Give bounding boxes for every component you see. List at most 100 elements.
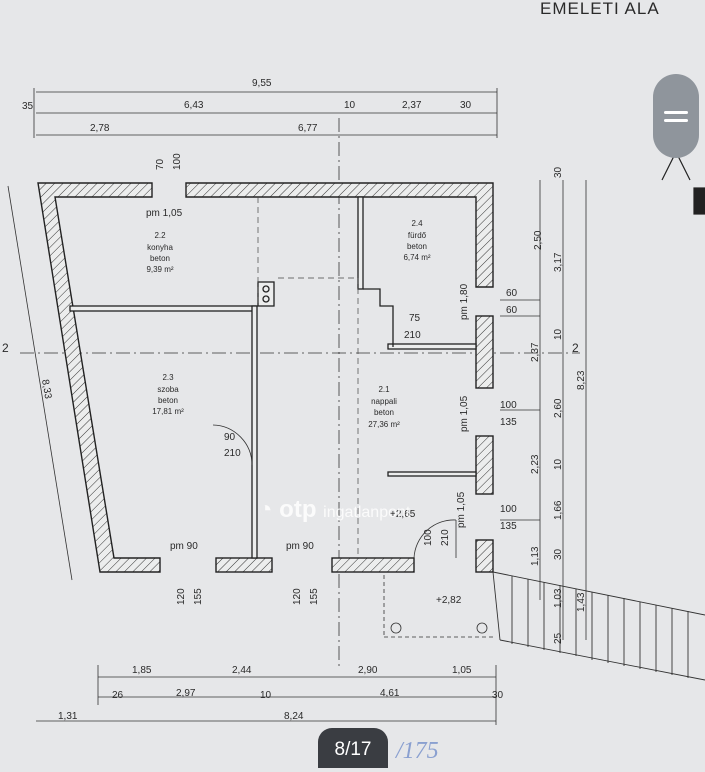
dim-b30: 30	[492, 690, 504, 701]
watermark-sub: ingatlanpont	[323, 504, 411, 521]
dim-833: 8,33	[39, 379, 53, 401]
dim-113: 1,13	[530, 546, 541, 566]
door-90: 90	[224, 432, 236, 443]
right-dimension-lines	[7, 180, 587, 640]
menu-button[interactable]	[653, 74, 699, 158]
dim-823: 8,23	[576, 370, 587, 390]
dim-461: 4,61	[380, 688, 400, 699]
room-id: 2.3	[162, 373, 174, 382]
dim-260: 2,60	[553, 398, 564, 418]
win-120-right: 120	[292, 588, 303, 605]
room-id: 2.4	[411, 219, 423, 228]
room-id: 2.2	[154, 231, 166, 240]
level-282: +2,82	[436, 595, 462, 606]
room-id: 2.1	[378, 385, 390, 394]
dim-223: 2,23	[530, 454, 541, 474]
dim-r30b: 30	[553, 548, 564, 560]
dim-30: 30	[460, 100, 472, 111]
dim-103: 1,03	[553, 588, 564, 608]
dim-185: 1,85	[132, 665, 152, 676]
bottom-dimension-lines	[36, 665, 497, 725]
room-floor: beton	[158, 396, 178, 405]
win-120-left: 120	[176, 588, 187, 605]
dim-26: 26	[112, 690, 124, 701]
win-155-right: 155	[309, 588, 320, 605]
win-155-left: 155	[193, 588, 204, 605]
section-marker-right: 2	[572, 341, 579, 355]
dim-35: 35	[22, 101, 34, 112]
dim-b10: 10	[260, 690, 272, 701]
door-210-bath: 210	[404, 330, 421, 341]
top-dimension-lines	[20, 88, 580, 670]
watermark: ◔ otp ingatlanpont	[258, 496, 410, 524]
dim-297: 2,97	[176, 688, 196, 699]
win-100b: 100	[500, 504, 517, 515]
dim-143: 1,43	[576, 592, 587, 612]
dim-r30: 30	[553, 166, 564, 178]
dim-10: 10	[344, 100, 356, 111]
door-swings	[212, 424, 457, 559]
dim-677: 6,77	[298, 123, 318, 134]
dim-total-top: 9,55	[252, 78, 272, 89]
dim-r10b: 10	[553, 458, 564, 470]
win-100a: 100	[500, 400, 517, 411]
pm-180: pm 1,80	[459, 283, 470, 320]
interior-walls	[69, 196, 477, 559]
win-60a: 60	[506, 288, 518, 299]
dim-643: 6,43	[184, 100, 204, 111]
outer-walls	[37, 182, 494, 573]
dim-166: 1,66	[553, 500, 564, 520]
room-nappali: 2.1 nappali beton 27,36 m²	[368, 385, 400, 429]
level-265: +2,65	[390, 509, 416, 520]
door-75: 75	[409, 313, 421, 324]
win-135a: 135	[500, 417, 517, 428]
gallery-counter: 8/17	[318, 728, 388, 768]
win-135b: 135	[500, 521, 517, 532]
room-area: 9,39 m²	[146, 265, 173, 274]
room-name: szoba	[157, 385, 179, 394]
room-szoba: 2.3 szoba beton 17,81 m²	[152, 373, 184, 416]
dim-250: 2,50	[533, 230, 544, 250]
dim-r237: 2,37	[530, 342, 541, 362]
dim-25: 25	[553, 632, 564, 644]
pm-105-bottom: pm 1,05	[456, 491, 467, 528]
menu-bar-icon	[664, 111, 688, 114]
door-210-room: 210	[224, 448, 241, 459]
room-name: konyha	[147, 243, 173, 252]
room-furdo: 2.4 fürdő beton 6,74 m²	[403, 219, 430, 262]
pm-90-left: pm 90	[170, 541, 198, 552]
room-floor: beton	[407, 242, 427, 251]
dim-244: 2,44	[232, 665, 252, 676]
dim-317: 3,17	[553, 252, 564, 272]
room-name: nappali	[371, 397, 397, 406]
dim-r10a: 10	[553, 328, 564, 340]
dashed-lines	[257, 197, 359, 558]
dim-237: 2,37	[402, 100, 422, 111]
watermark-logo-icon: ◔	[258, 496, 273, 523]
menu-bar-icon	[664, 119, 688, 122]
watermark-brand: otp	[279, 496, 317, 523]
pm-105-top: pm 1,05	[146, 208, 183, 219]
dim-824: 8,24	[284, 711, 304, 722]
section-marker-left: 2	[2, 341, 9, 355]
stairs	[492, 571, 705, 681]
dim-100: 100	[172, 153, 183, 170]
terrace	[383, 575, 495, 638]
dim-290: 2,90	[358, 665, 378, 676]
room-konyha: 2.2 konyha beton 9,39 m²	[146, 231, 173, 274]
handwritten-note: /175	[396, 738, 439, 764]
dim-131: 1,31	[58, 711, 78, 722]
door-210-entry: 210	[440, 529, 451, 546]
dim-70: 70	[155, 158, 166, 170]
room-floor: beton	[374, 408, 394, 417]
win-60b: 60	[506, 305, 518, 316]
room-area: 27,36 m²	[368, 420, 400, 429]
dim-278: 2,78	[90, 123, 110, 134]
room-area: 6,74 m²	[403, 253, 430, 262]
partial-graphic-right	[661, 150, 705, 215]
pm-105-mid: pm 1,05	[459, 395, 470, 432]
room-area: 17,81 m²	[152, 407, 184, 416]
door-100-entry: 100	[423, 529, 434, 546]
header-title: EMELETI ALA	[540, 0, 660, 18]
